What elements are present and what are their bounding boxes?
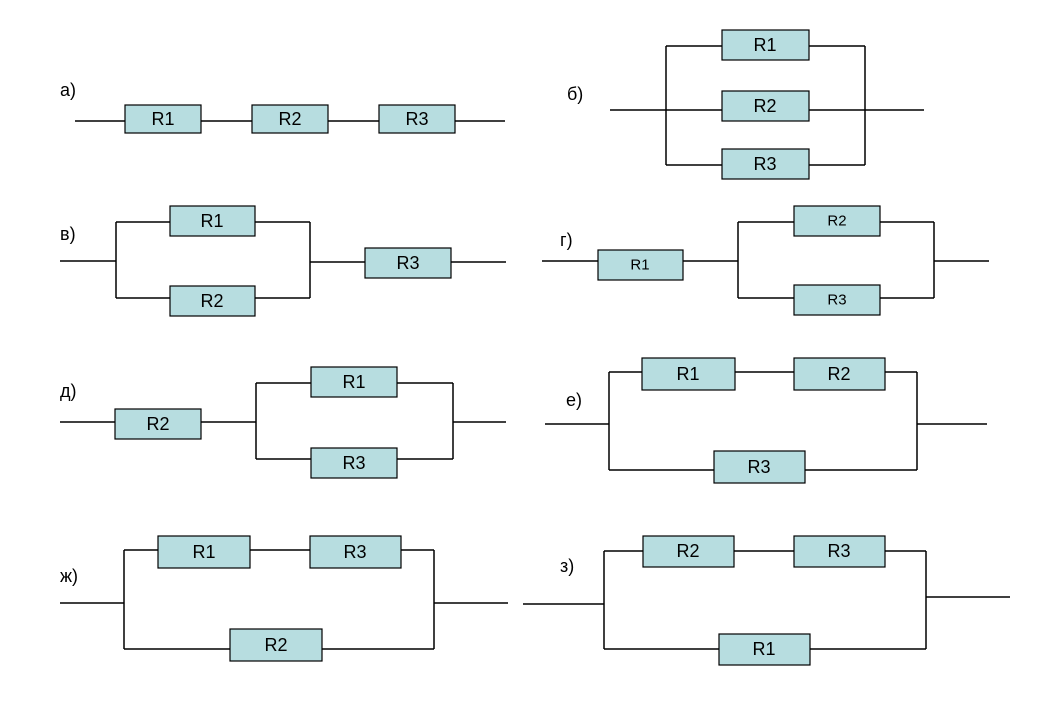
resistor-label: R2 [827,213,846,230]
resistor-r3: R3 [721,148,810,180]
resistor-r1: R1 [169,205,256,237]
circuit-e: е) R1 R2 R3 [545,357,987,484]
resistor-r2: R2 [793,357,886,391]
resistor-r1: R1 [124,104,202,134]
resistor-label: R2 [264,635,287,655]
resistor-label: R1 [676,364,699,384]
resistor-label: R1 [151,109,174,129]
resistor-r3: R3 [310,447,398,479]
resistor-r1: R1 [597,249,684,281]
circuit-zh: ж) R1 R3 R2 [60,535,508,662]
circuit-label-v: в) [60,224,76,244]
resistor-label: R1 [630,257,649,274]
circuit-label-d: д) [60,381,77,401]
resistor-r2: R2 [251,104,329,134]
resistor-r1: R1 [157,535,251,569]
resistor-r2: R2 [721,90,810,122]
resistor-label: R2 [200,291,223,311]
resistor-label: R1 [753,35,776,55]
circuit-z: з) R2 R3 R1 [523,535,1010,666]
resistor-label: R3 [343,542,366,562]
resistor-r3: R3 [793,284,881,316]
resistor-label: R3 [342,453,365,473]
circuit-label-a: а) [60,80,76,100]
resistor-r3: R3 [364,247,452,279]
resistor-r3: R3 [378,104,456,134]
resistor-r1: R1 [641,357,736,391]
resistor-r1: R1 [310,366,398,398]
resistor-r2: R2 [114,408,202,440]
circuit-a: а) R1 R2 R3 [60,80,505,134]
circuit-d: д) R2 R1 R3 [60,366,506,479]
resistor-label: R2 [278,109,301,129]
circuit-g: г) R1 R2 R3 [542,205,989,316]
resistor-label: R3 [396,253,419,273]
resistor-label: R3 [405,109,428,129]
circuit-label-e: е) [566,390,582,410]
circuit-b: б) R1 R2 R3 [567,29,924,180]
resistor-label: R3 [753,154,776,174]
resistor-label: R1 [752,639,775,659]
resistor-label: R1 [200,211,223,231]
resistor-r2: R2 [169,285,256,317]
resistor-label: R3 [747,457,770,477]
circuit-label-zh: ж) [60,566,78,586]
resistor-r2: R2 [229,628,323,662]
resistor-r3: R3 [713,450,806,484]
resistor-label: R2 [827,364,850,384]
resistor-label: R2 [676,541,699,561]
resistor-label: R1 [342,372,365,392]
resistor-r2: R2 [793,205,881,237]
resistor-r2: R2 [642,535,735,568]
resistor-label: R2 [753,96,776,116]
resistor-r1: R1 [721,29,810,61]
resistor-label: R2 [146,414,169,434]
resistor-r3: R3 [309,535,402,569]
resistor-r1: R1 [718,633,811,666]
circuit-label-b: б) [567,84,583,104]
resistor-r3: R3 [793,535,886,568]
resistor-label: R3 [827,292,846,309]
circuit-v: в) R1 R2 R3 [60,205,506,317]
resistor-label: R3 [827,541,850,561]
circuit-label-z: з) [560,556,574,576]
circuit-label-g: г) [560,230,573,250]
resistor-label: R1 [192,542,215,562]
